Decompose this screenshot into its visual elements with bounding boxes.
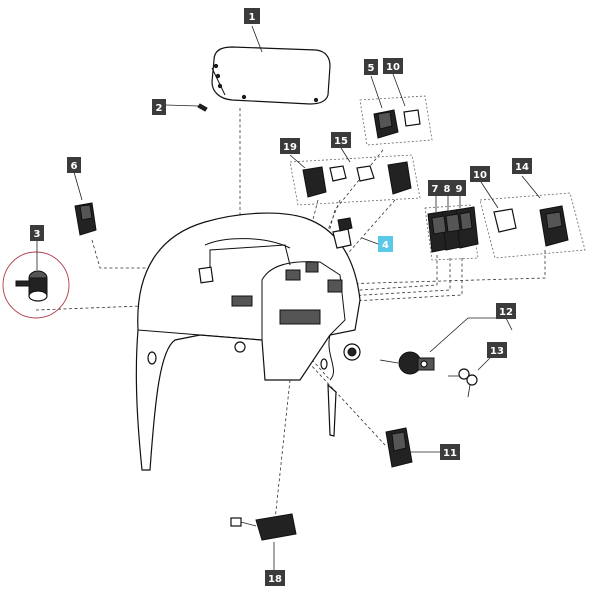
connector-part-18 [230,513,297,541]
switch-block-parts-7-8-9 [427,206,479,253]
callout-15[interactable]: 15 [331,132,351,148]
group-outlines [2,95,586,319]
switch-part-11 [385,427,413,468]
switch-cap-part-10b [493,208,517,233]
callout-leaders [36,25,541,570]
svg-text:2: 2 [156,103,163,114]
callout-6[interactable]: 6 [67,157,81,173]
callout-8[interactable]: 8 [440,180,454,196]
switch-cap-part-10a [403,109,421,127]
callout-4[interactable]: 4 [378,236,393,252]
callout-2[interactable]: 2 [152,99,166,115]
instrument-panel-part-1 [211,46,331,105]
svg-text:1: 1 [249,12,256,23]
callout-12[interactable]: 12 [496,303,516,319]
svg-text:4: 4 [382,240,389,251]
callout-11[interactable]: 11 [440,444,460,460]
svg-text:13: 13 [490,346,504,357]
svg-text:10: 10 [386,62,400,73]
svg-text:3: 3 [34,229,41,240]
ignition-switch-part-12 [379,351,435,375]
callout-1[interactable]: 1 [244,8,260,24]
svg-text:14: 14 [515,162,529,173]
svg-text:10: 10 [473,170,487,181]
svg-text:7: 7 [432,184,439,195]
switch-group-part-19-15 [302,161,412,198]
callout-14[interactable]: 14 [512,158,532,174]
svg-text:12: 12 [499,307,513,318]
svg-text:11: 11 [443,448,457,459]
callout-13[interactable]: 13 [487,342,507,358]
svg-text:8: 8 [444,184,451,195]
callout-5[interactable]: 5 [364,59,378,75]
callout-9[interactable]: 9 [452,180,466,196]
svg-text:9: 9 [456,184,463,195]
svg-text:15: 15 [334,136,348,147]
dashboard-housing [135,212,361,471]
switch-part-14 [539,205,569,247]
svg-text:19: 19 [283,142,297,153]
svg-text:18: 18 [268,574,282,585]
callout-10-right[interactable]: 10 [470,166,490,182]
keys-part-13 [448,368,478,398]
callout-7[interactable]: 7 [428,180,442,196]
switch-part-5 [373,109,399,139]
callout-10-top[interactable]: 10 [383,58,403,74]
switch-cap-part-4 [332,217,353,249]
callout-19[interactable]: 19 [280,138,300,154]
callout-18[interactable]: 18 [265,570,285,586]
screw-part-2 [197,103,208,112]
svg-text:6: 6 [71,161,78,172]
svg-text:5: 5 [368,63,375,74]
callout-3[interactable]: 3 [30,225,44,241]
ignition-lock-part-3 [15,270,48,302]
switch-part-6 [74,202,97,236]
